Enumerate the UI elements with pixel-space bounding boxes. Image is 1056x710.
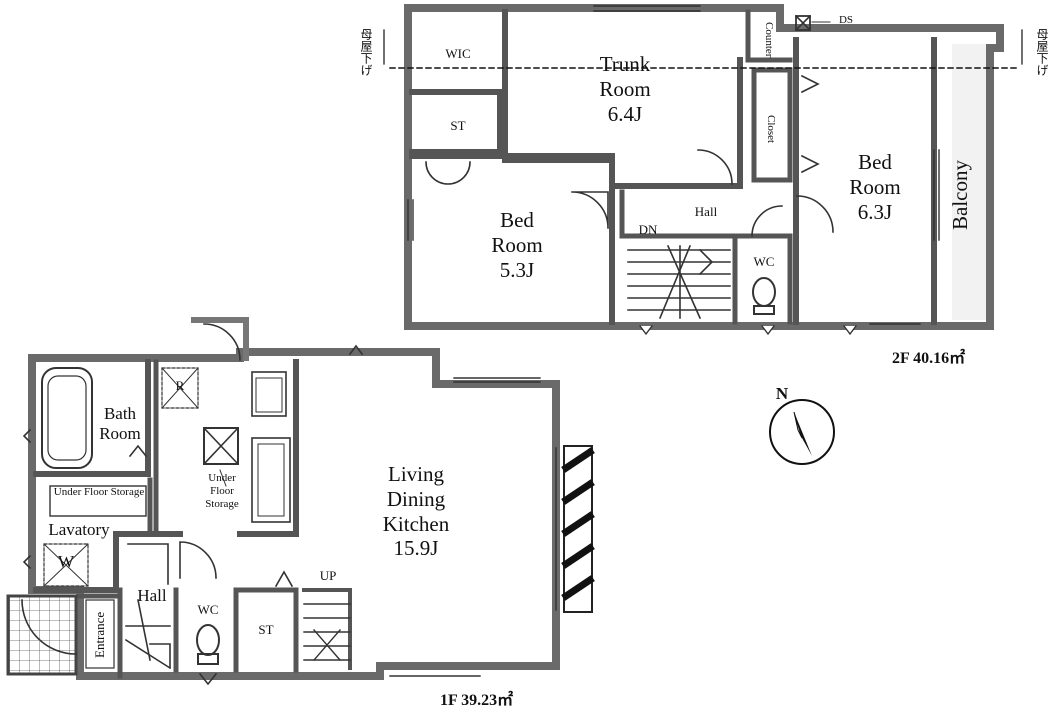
compass <box>769 399 835 465</box>
under-floor-storage-kitchen-label: Under Floor Storage <box>190 472 254 511</box>
hall-1f-label: Hall <box>137 586 167 605</box>
floor1-area: 1F 39.23㎡ <box>440 692 514 709</box>
ds-label: DS <box>838 14 854 26</box>
wc-2f-label: WC <box>753 254 775 269</box>
ufs-line-1: Under <box>208 472 236 484</box>
bath-room-name-1: Bath <box>103 404 137 423</box>
ldk-name-3: Kitchen <box>382 511 450 536</box>
bed-room-right-name-1: Bed <box>858 150 892 174</box>
bed-room-left-label: Bed Room 5.3J <box>462 208 572 282</box>
st-1f-label: ST <box>258 622 274 637</box>
hall-2f-label: Hall <box>694 204 718 219</box>
trunk-room-name-1: Trunk <box>599 52 651 76</box>
lavatory-label: Lavatory <box>48 520 110 539</box>
roof-note-right: 母屋下げ <box>1035 28 1049 76</box>
counter-label: Counter <box>762 22 775 58</box>
ufs-line-3: Storage <box>205 497 239 510</box>
wic-label: WIC <box>445 46 471 61</box>
up-label: UP <box>319 568 337 583</box>
first-floor-plan <box>6 317 595 686</box>
ldk-label: Living Dining Kitchen 15.9J <box>346 462 486 561</box>
under-floor-storage-lavatory-label: Under Floor Storage <box>53 486 145 498</box>
floor2-area: 2F 40.16㎡ <box>892 350 966 367</box>
bed-room-left-name-2: Room <box>491 232 543 257</box>
bed-room-left-name-1: Bed <box>500 208 534 232</box>
trunk-room-size: 6.4J <box>607 101 643 126</box>
ldk-name-2: Dining <box>386 486 446 511</box>
dn-label: DN <box>638 222 658 237</box>
bed-room-right-name-2: Room <box>849 174 901 199</box>
bath-room-name-2: Room <box>99 424 141 444</box>
bed-room-right-label: Bed Room 6.3J <box>820 150 930 224</box>
ldk-name-1: Living <box>388 462 444 486</box>
compass-north-label: N <box>775 384 789 403</box>
bed-room-left-size: 5.3J <box>499 257 535 282</box>
st-2f-label: ST <box>450 118 466 133</box>
trunk-room-name-2: Room <box>599 76 651 101</box>
bath-room-label: Bath Room <box>92 404 148 444</box>
wc-1f-label: WC <box>197 602 219 617</box>
closet-label: Closet <box>764 114 777 144</box>
balcony-label: Balcony <box>948 160 972 230</box>
roof-note-left: 母屋下げ <box>359 28 373 76</box>
bed-room-right-size: 6.3J <box>857 199 893 224</box>
refrigerator-label: R <box>175 378 185 393</box>
trunk-room-label: Trunk Room 6.4J <box>560 52 690 126</box>
ufs-line-2: Floor <box>210 484 234 497</box>
entrance-label: Entrance <box>92 611 107 659</box>
washing-machine-label: W <box>57 552 75 571</box>
second-floor-plan <box>383 4 1023 336</box>
ldk-size: 15.9J <box>393 536 439 561</box>
